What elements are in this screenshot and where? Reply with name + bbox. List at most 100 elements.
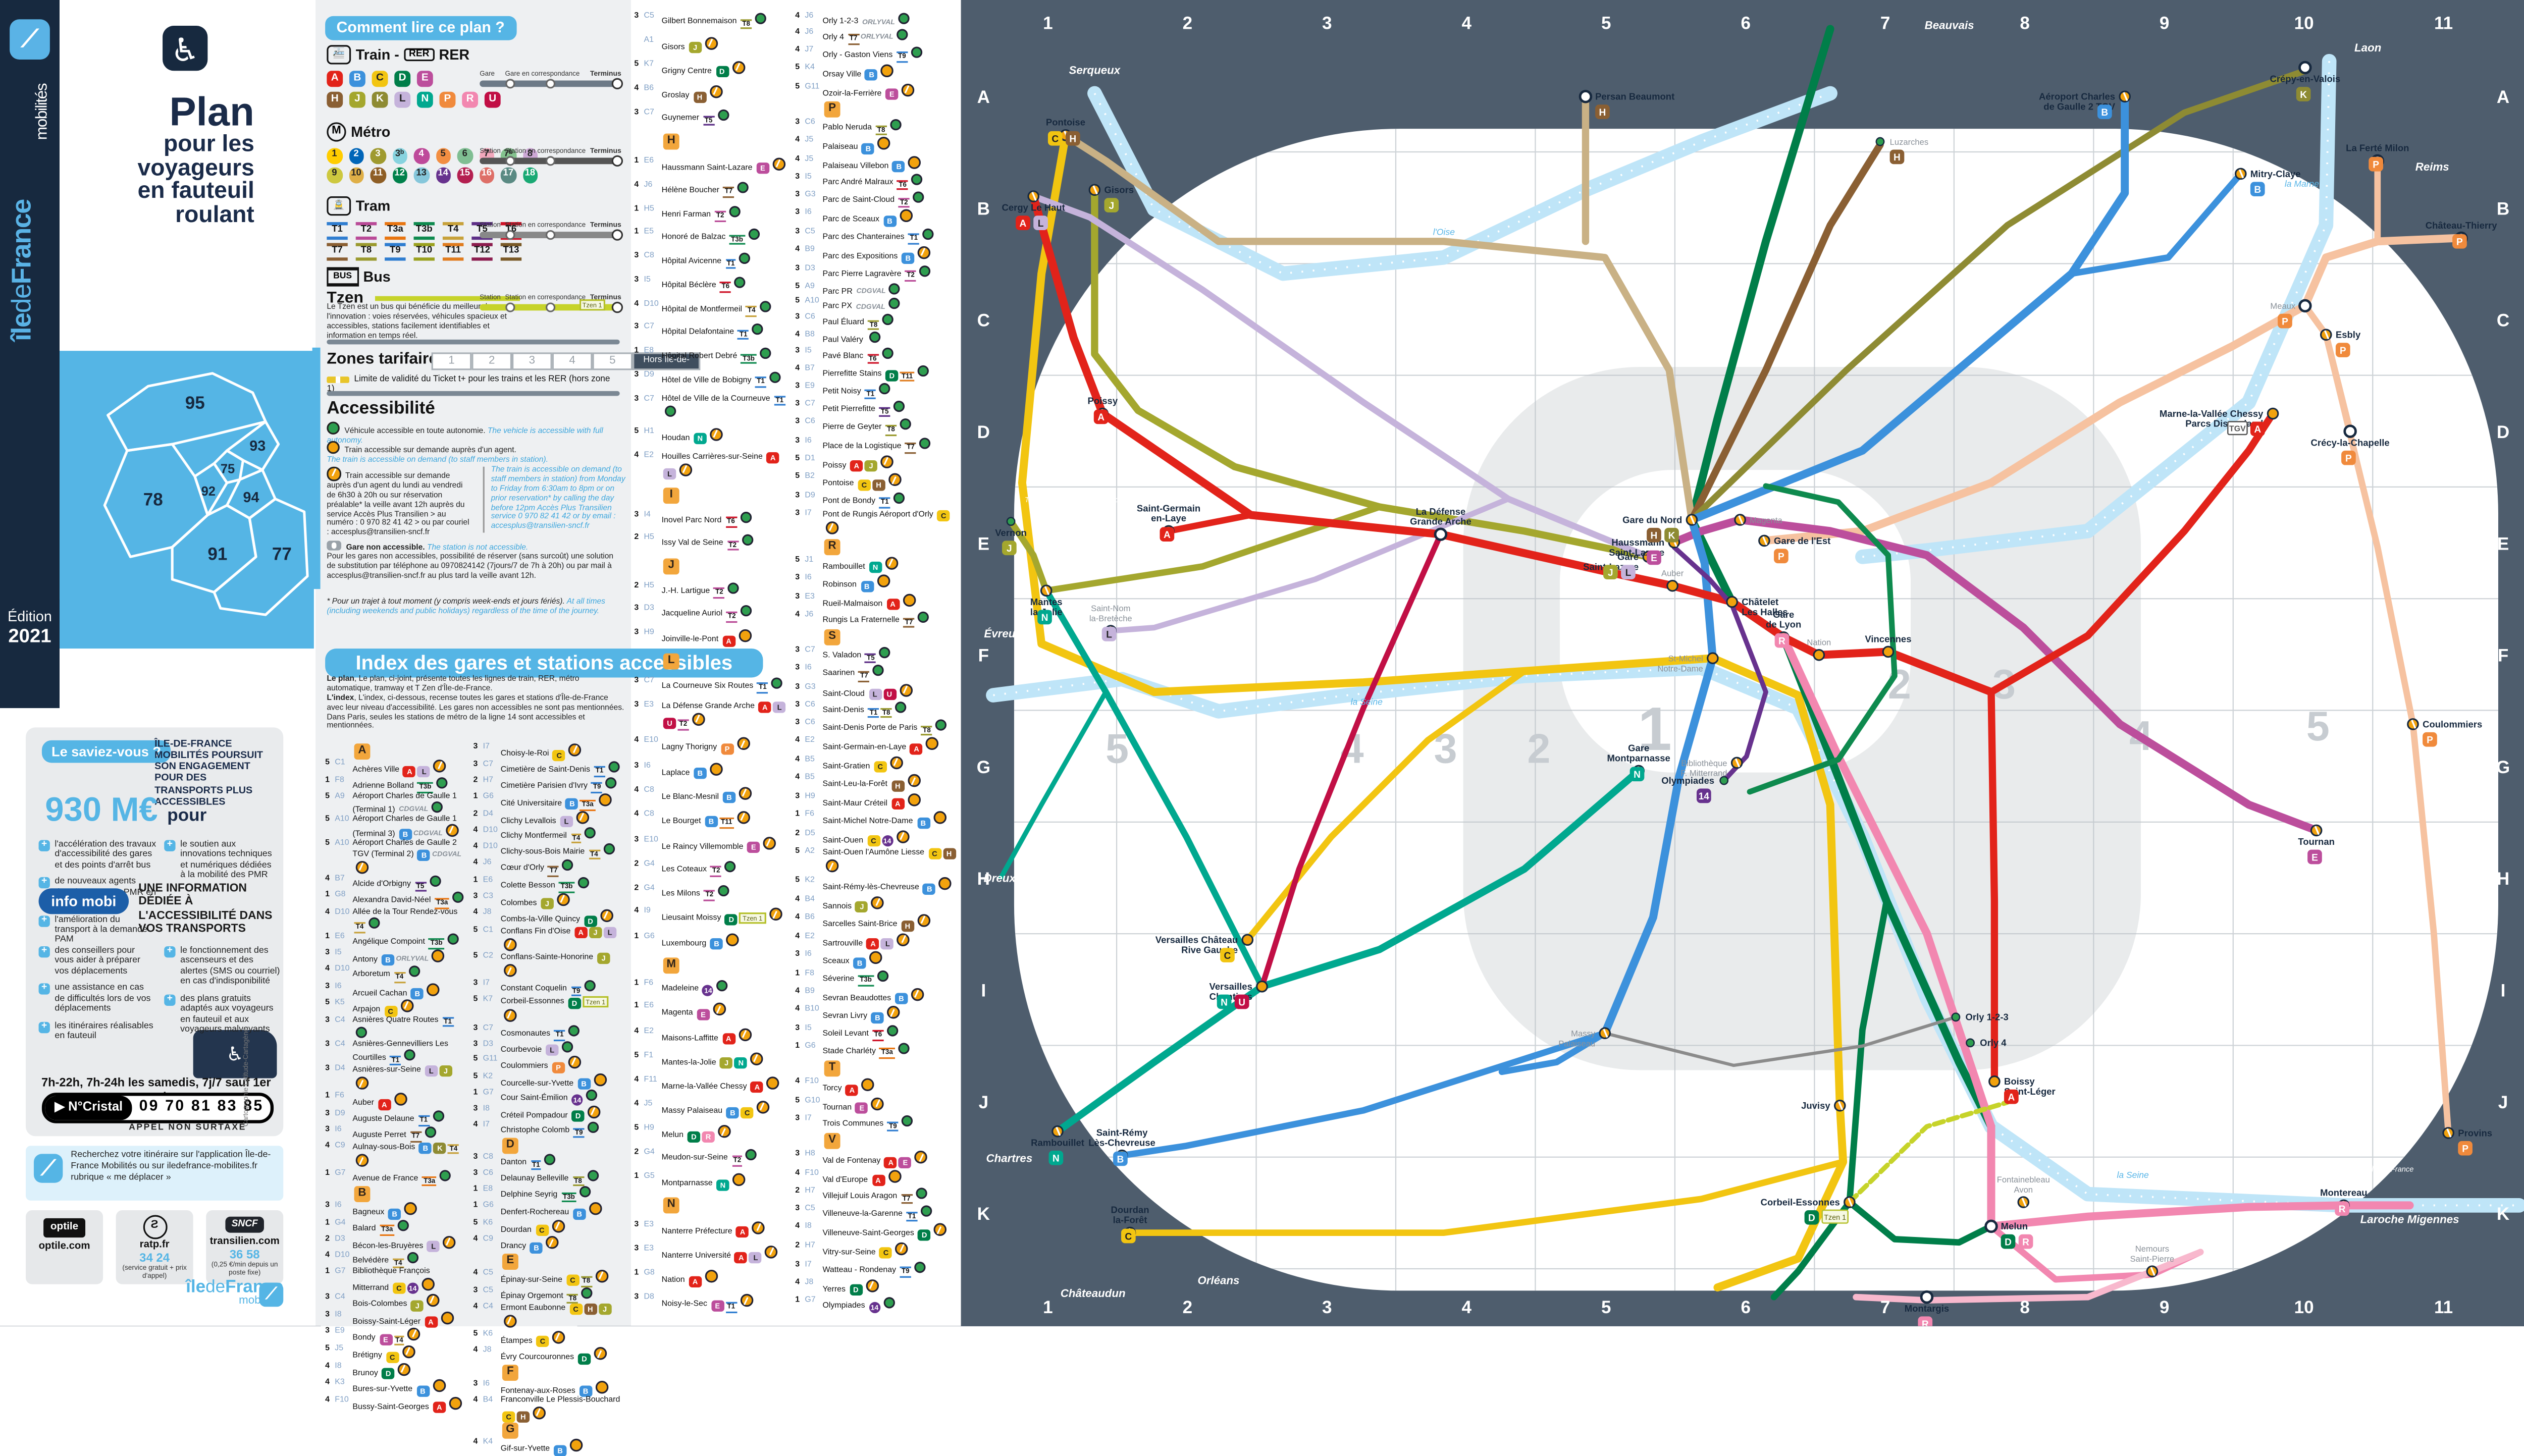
entry-zone: 4 [795, 610, 800, 620]
entry-name: Pavé Blanc T6 [822, 347, 956, 364]
entry-grid: C4 [483, 1302, 494, 1312]
station-label-line: Dourdan [1111, 1205, 1149, 1215]
entry-zone: 5 [795, 63, 800, 73]
line-badge-P: P [439, 91, 456, 108]
entry-zone: 5 [473, 995, 478, 1005]
entry-zone: 3 [795, 417, 800, 427]
partial-slash [2324, 330, 2330, 340]
entry-grid: B4 [483, 1395, 493, 1406]
station-label: Montereau [2320, 1187, 2367, 1198]
entry-grid: C6 [805, 417, 815, 427]
transit-line [1030, 193, 1652, 560]
entry-grid: C7 [805, 645, 815, 656]
funicular-label: CDGVAL [432, 849, 462, 857]
entry-zone: 2 [795, 1241, 800, 1251]
entry-name: Villejuif Louis Aragon T7 [822, 1188, 956, 1205]
station-label: Persan Beaumont [1595, 91, 1674, 102]
entry-grid: A2 [805, 847, 815, 857]
entry-grid: E9 [335, 1326, 345, 1336]
access-orange-icon [907, 793, 920, 806]
entry-name: Parc des Chanteraines T1 [822, 228, 956, 245]
line-badge-B: B [399, 829, 412, 841]
svg-text:78: 78 [143, 490, 163, 509]
entry-zone: 3 [473, 1039, 478, 1049]
tram-chip-T3b: T3b [559, 882, 574, 893]
grid-col-top-6: 6 [1741, 13, 1751, 33]
entry-zone: 2 [634, 859, 639, 869]
access-green-icon [577, 876, 589, 888]
funicular-label: ORLYVAL [396, 955, 429, 963]
entry-name: Saint-Gratien C [822, 756, 956, 773]
tram-chip-T2: T2 [726, 611, 738, 622]
diagram-dot [506, 302, 516, 312]
station-label-line: Olympiades [1661, 775, 1714, 786]
entry-grid: D10 [483, 842, 498, 852]
line-badge-J: J [589, 926, 602, 938]
entry-name: Cimetière de Saint-Denis T1 [501, 760, 625, 777]
entry-zone: 4 [634, 298, 639, 308]
entry-name: Hôpital de Montfermeil T4 [662, 300, 789, 316]
terminus-Châteaudun: Châteaudun [1061, 1287, 1126, 1300]
line-badge-C: C [741, 1106, 754, 1118]
map-line-badge-label: N [1221, 997, 1228, 1008]
line-badge-A: A [866, 938, 880, 950]
entry-grid: D8 [644, 1292, 654, 1303]
entry-name: Haussmann Saint-Lazare E [662, 157, 789, 174]
line-badge-A: A [758, 701, 772, 713]
grid-col-top-2: 2 [1183, 13, 1193, 33]
plus-icon: + [38, 840, 50, 851]
entry-grid: I7 [483, 979, 490, 989]
grid-row-right-F: F [2498, 646, 2508, 666]
tram-chip-T3a: T3a [580, 800, 595, 811]
entry-grid: I5 [335, 948, 342, 958]
call-note: APPEL NON SURTAXE [129, 1123, 246, 1133]
station-label-line: Corbeil-Essonnes [1761, 1197, 1840, 1207]
entry-grid: I7 [483, 742, 490, 752]
station-label: Gare de l'Est [1774, 535, 1830, 546]
entry-zone: 1 [634, 203, 639, 213]
access-green-icon [664, 405, 676, 417]
grid-col-bottom-10: 10 [2294, 1298, 2314, 1317]
line-badge-A: A [722, 1033, 735, 1045]
station-label-line: Melun [2001, 1221, 2028, 1231]
map-line-badge-C [1220, 948, 1235, 962]
tram-chip-T7: T7 [901, 1194, 912, 1205]
access-green-icon [717, 980, 728, 992]
entry-grid: C5 [483, 1268, 494, 1278]
entry-grid: H5 [644, 580, 654, 590]
tram-chip-T4: T4 [394, 972, 405, 983]
grid-row-right-I: I [2501, 981, 2506, 1000]
access-green-icon [581, 1287, 593, 1299]
entry-name: Adrienne Bolland T3b [352, 776, 466, 793]
tram-chip-T1: T1 [594, 766, 605, 777]
entry-zone: 4 [473, 858, 478, 869]
grid-col-top-4: 4 [1462, 13, 1472, 33]
entry-grid: A10 [335, 839, 349, 849]
entry-zone: 3 [795, 508, 800, 518]
entry-name: Sevran Livry B [822, 1006, 956, 1023]
bullet-text: l'amélioration du transport à la demande… [55, 914, 147, 946]
station-label: Crépy-en-Valois [2270, 74, 2340, 84]
entry-name: Alcide d'Orbigny T5 [352, 876, 466, 892]
